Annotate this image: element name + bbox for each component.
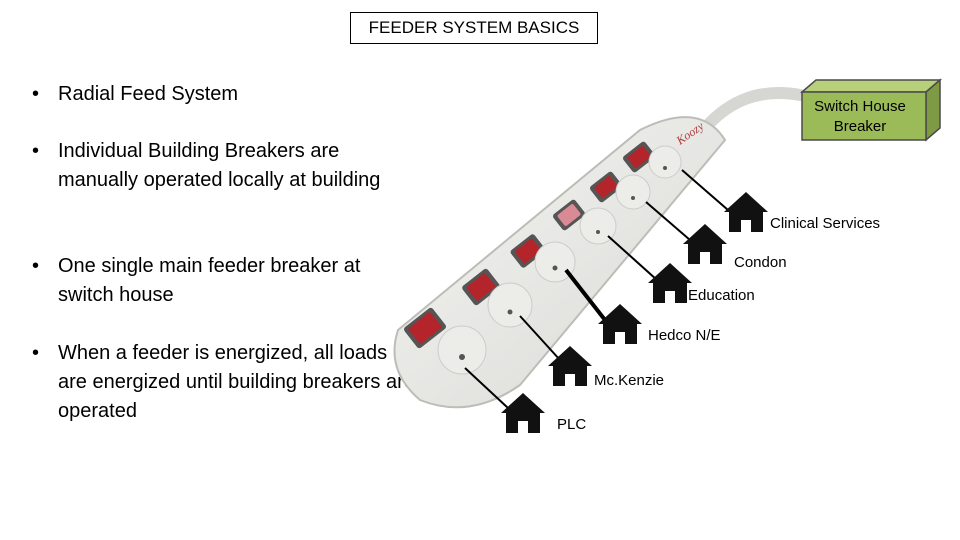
bullet-item: • Radial Feed System (30, 80, 238, 109)
outlet (648, 145, 682, 179)
building-label-plc: PLC (557, 416, 587, 433)
outlet (487, 282, 533, 328)
rocker-switch (553, 199, 585, 231)
bullet-text: When a feeder is energized, all loads ar… (58, 342, 415, 422)
bullet-text: Radial Feed System (58, 83, 239, 105)
building-icon (648, 263, 692, 303)
rocker-switch (623, 141, 655, 173)
feeder-line (681, 169, 729, 211)
building-label-clinical-services: Clinical Services (770, 215, 881, 232)
slide-title: FEEDER SYSTEM BASICS (350, 12, 598, 44)
switch-house-breaker-box (799, 78, 943, 142)
bullet-text: Individual Building Breakers are manuall… (58, 140, 381, 191)
bullet-dot-icon: • (32, 342, 40, 364)
bullet-dot-icon: • (32, 140, 40, 162)
building-label-mckenzie: Mc.Kenzie (594, 372, 665, 389)
rocker-switch (510, 234, 546, 268)
bullet-item: • One single main feeder breaker at switc… (30, 252, 420, 310)
outlet (437, 325, 487, 375)
building-label-education: Education (688, 287, 755, 304)
building-label-hedco: Hedco N/E (648, 327, 721, 344)
building-icon (548, 346, 592, 386)
switch-house-label: Switch House Breaker (814, 98, 906, 135)
outlet (534, 241, 576, 283)
feeder-line (564, 268, 607, 322)
feeder-line (645, 201, 691, 241)
building-label-condon: Condon (734, 254, 787, 271)
building-icon (501, 393, 545, 433)
bullet-text: One single main feeder breaker at switch… (58, 255, 361, 306)
power-strip: Koozy (393, 116, 727, 409)
bullet-dot-icon: • (32, 255, 40, 277)
building-icon (598, 304, 642, 344)
feeder-line (464, 367, 509, 409)
rocker-switch (404, 307, 446, 349)
building-icon (683, 224, 727, 264)
outlet (615, 174, 651, 210)
feeder-line (519, 315, 561, 361)
building-icon (724, 192, 768, 232)
outlet (579, 207, 617, 245)
bullet-dot-icon: • (32, 83, 40, 105)
rocker-switch (462, 268, 500, 306)
rocker-switch (590, 171, 622, 203)
bullet-item: • When a feeder is energized, all loads a… (30, 339, 420, 426)
power-cord (699, 87, 806, 134)
bullet-item: • Individual Building Breakers are manual… (30, 137, 420, 195)
feeder-line (607, 235, 658, 281)
